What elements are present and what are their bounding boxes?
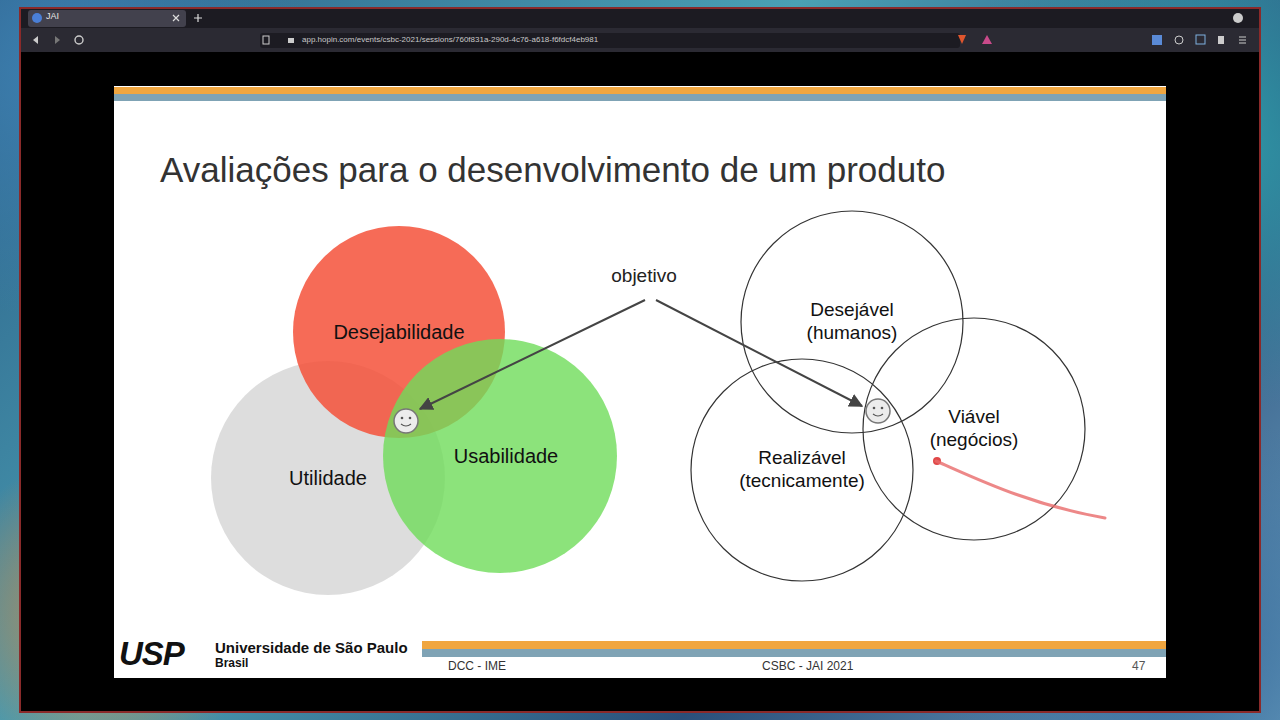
pen-stroke [936,461,1105,518]
circle-outline [383,339,617,573]
logo-text: USP [119,636,184,672]
rewards-icon [982,35,992,44]
circle-text-box: Realizável (tecnicamente) [725,447,880,493]
circle-label: Desejabilidade [333,320,464,344]
venn-circle: Desejável (humanos) [740,210,964,434]
circle-label: Desejável (humanos) [792,299,912,345]
forward-icon [55,36,60,44]
lock-icon [288,38,294,43]
slide-top-bar [114,94,1166,101]
callout-label: objetivo [611,266,677,287]
circle-text-box: Utilidade [289,466,367,490]
slide-top-bar [114,87,1166,94]
circle-text-box: Desejabilidade [333,320,464,344]
window-button [1233,13,1243,23]
url-text: app.hopin.com/events/csbc-2021/sessions/… [302,36,598,45]
tab-icon [32,13,42,23]
tab-bar [21,9,1259,28]
slide-footer-bar [422,641,1166,649]
tab [28,10,186,27]
browser-frame [20,8,1260,712]
extensions-icon [1218,36,1224,44]
extension-icon [1152,35,1162,45]
circle-text-box: Usabilidade [454,444,559,468]
reload-icon [75,36,83,44]
venn-circle: Usabilidade [382,338,618,574]
smiley-icon [866,399,890,423]
bookmark-icon [263,36,269,44]
circle-label: Usabilidade [454,444,559,468]
slide-title: Avaliações para o desenvolvimento de um … [160,150,945,190]
footer-text: DCC - IME [448,660,506,673]
venn-circle: Viável (negócios) [862,317,1086,541]
circle-label: Viável (negócios) [917,406,1032,452]
venn-circle: Realizável (tecnicamente) [690,358,914,582]
venn-circle: Desejabilidade [292,225,506,439]
slide [114,86,1166,678]
pen-stroke [933,457,941,465]
circle-outline [691,359,913,581]
new-tab [194,14,202,22]
circle-outline [741,211,963,433]
page-number: 47 [1132,660,1145,673]
extension-icon [1175,36,1183,44]
back-icon [33,36,38,44]
url-field [260,33,960,48]
brave-icon [958,35,966,44]
extension-icon [1196,35,1205,44]
circle-label: Realizável (tecnicamente) [725,447,880,493]
country-name: Brasil [215,657,248,670]
video-area [21,52,1259,711]
circle-label: Utilidade [289,466,367,490]
address-bar [21,28,1259,52]
circle-text-box: Desejável (humanos) [792,299,912,345]
tab-title: JAI [46,12,59,22]
venn-circle: Utilidade [210,360,446,596]
tab-close [173,15,179,21]
institution-name: Universidade de São Paulo [215,640,408,657]
slide-footer-bar [422,649,1166,657]
circle-text-box: Viável (negócios) [917,406,1032,452]
footer-text: CSBC - JAI 2021 [762,660,853,673]
circle-outline [863,318,1085,540]
menu-icon [1239,37,1246,43]
